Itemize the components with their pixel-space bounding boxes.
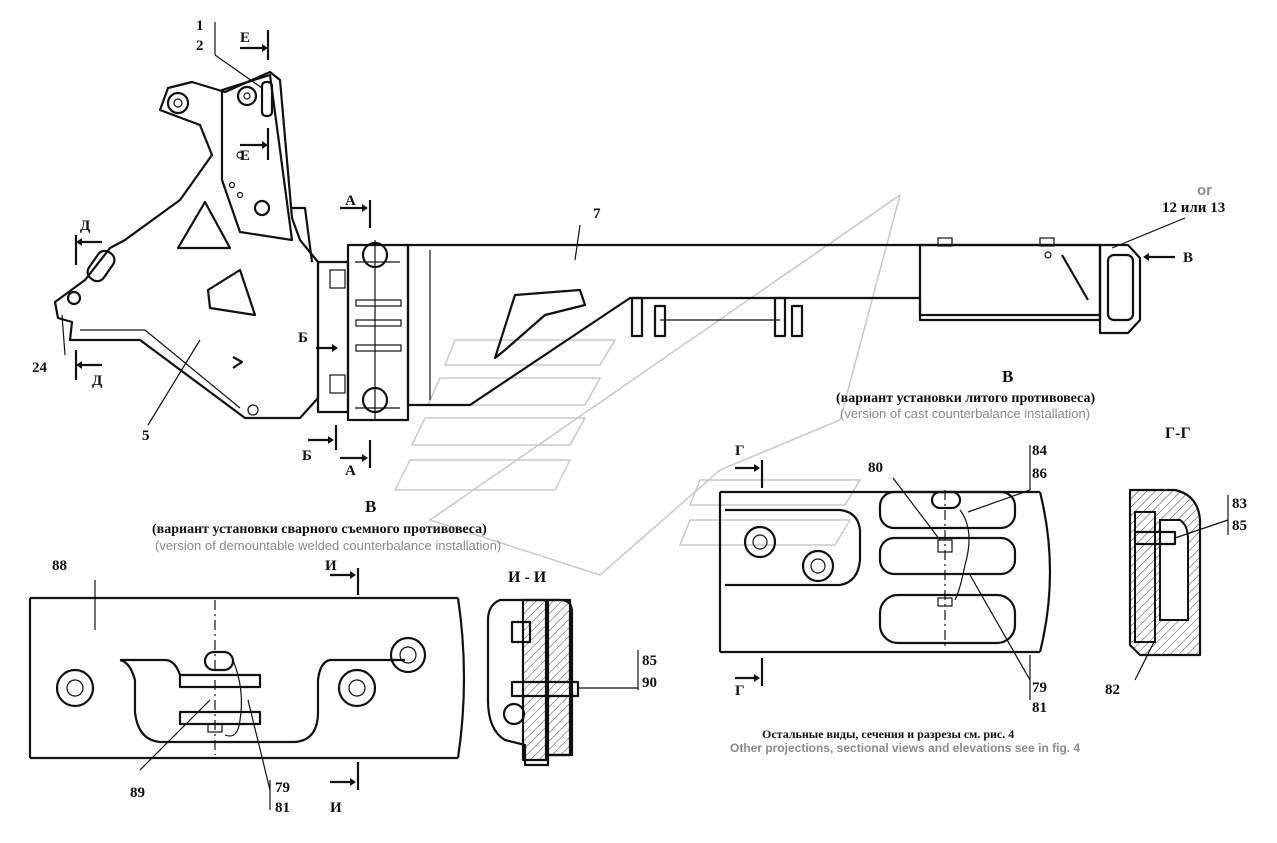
section-g-g-title: Г-Г — [1165, 425, 1191, 442]
mark-i-top: И — [325, 558, 337, 574]
view-v-cast-title: В — [1002, 367, 1013, 386]
view-v-cast-caption-en: (version of cast counterbalance installa… — [840, 406, 1090, 421]
label-81-cast: 81 — [1032, 700, 1047, 716]
view-v-cast — [718, 445, 1052, 700]
mark-e-top: Е — [240, 30, 250, 46]
mark-g-top: Г — [735, 443, 745, 459]
mark-b-top: Б — [298, 330, 308, 346]
label-90: 90 — [642, 675, 657, 691]
label-2: 2 — [196, 38, 204, 54]
label-85-gg: 85 — [1232, 518, 1247, 534]
section-i-i — [486, 598, 639, 767]
mark-e-bottom: Е — [240, 148, 250, 164]
frame-assembly — [53, 70, 1142, 422]
watermark — [393, 193, 902, 576]
label-80: 80 — [868, 460, 883, 476]
label-1: 1 — [196, 18, 204, 34]
view-v-cast-caption-ru: (вариант установки литого противовеса) — [836, 391, 1095, 406]
mark-v-main: В — [1183, 250, 1193, 266]
section-g-g — [1128, 488, 1229, 681]
label-5: 5 — [142, 428, 150, 444]
label-84: 84 — [1032, 443, 1048, 459]
label-12-13: 12 или 13 — [1162, 200, 1225, 216]
mark-a-bottom: А — [345, 463, 356, 479]
mark-i-bottom: И — [330, 800, 342, 816]
mark-g-bottom: Г — [735, 683, 745, 699]
view-v-welded-caption-en: (version of demountable welded counterba… — [155, 538, 501, 553]
label-81-welded: 81 — [275, 800, 290, 816]
note-ru: Остальные виды, сечения и разрезы см. ри… — [762, 727, 1014, 741]
mark-d-top: Д — [80, 218, 91, 234]
label-79-cast: 79 — [1032, 680, 1047, 696]
label-88: 88 — [52, 558, 67, 574]
label-85-ii: 85 — [642, 653, 657, 669]
label-7: 7 — [593, 206, 601, 222]
section-markers-main — [61, 22, 1186, 468]
label-86: 86 — [1032, 466, 1048, 482]
view-v-welded-title: В — [365, 497, 376, 516]
view-v-welded-caption-ru: (вариант установки сварного съемного про… — [152, 522, 487, 537]
label-or: or — [1197, 182, 1212, 199]
label-24: 24 — [32, 360, 48, 376]
mark-a-top: А — [345, 193, 356, 209]
section-i-i-title: И - И — [508, 569, 547, 586]
callout-labels: 1 2 Е Е Д Д 24 5 А А Б Б 7 or 12 или 13 … — [32, 18, 1247, 816]
label-82: 82 — [1105, 682, 1120, 698]
view-v-welded — [28, 568, 466, 810]
mark-d-bottom: Д — [92, 373, 103, 389]
label-83: 83 — [1232, 496, 1247, 512]
mark-b-bottom: Б — [302, 448, 312, 464]
note-en: Other projections, sectional views and e… — [730, 741, 1080, 755]
label-89: 89 — [130, 785, 145, 801]
label-79-welded: 79 — [275, 780, 290, 796]
